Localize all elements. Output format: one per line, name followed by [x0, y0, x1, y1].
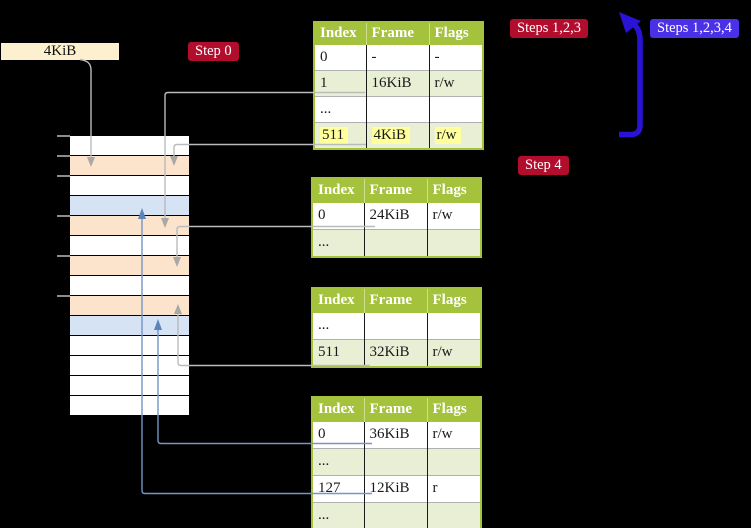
memory-row-peach: [70, 296, 189, 316]
table-cell: 511: [314, 122, 367, 149]
table-cell: r/w: [432, 426, 453, 442]
column-header: Frame: [364, 397, 428, 422]
page-size-label: 4KiB: [1, 43, 119, 60]
table-cell: [427, 313, 481, 340]
memory-row-peach: [70, 156, 189, 176]
table-cell: 16KiB: [366, 70, 430, 97]
column-header: Index: [312, 288, 365, 313]
table-cell: [427, 229, 481, 257]
column-header: Index: [312, 397, 365, 422]
table-cell: [427, 448, 481, 476]
table-cell: 0: [314, 45, 367, 71]
column-header: Flags: [427, 397, 481, 422]
ruler-tick: [57, 255, 70, 257]
column-header: Flags: [427, 288, 481, 313]
table-cell: 0: [312, 203, 365, 230]
table-cell: [364, 448, 428, 476]
table-cell: [366, 96, 430, 123]
column-header: Frame: [366, 22, 430, 45]
memory-row-white: [70, 376, 189, 396]
table-cell: 36KiB: [364, 422, 428, 449]
badge-step-4: Step 4: [518, 156, 569, 175]
table-cell: -: [434, 48, 440, 65]
table-row: 0--: [314, 45, 483, 71]
table-cell: ...: [312, 502, 365, 528]
ruler-tick: [57, 155, 70, 157]
column-header: Index: [314, 22, 367, 45]
table-cell: 511: [312, 339, 365, 367]
table-row: ...: [312, 313, 481, 340]
table-cell: 24KiB: [364, 203, 428, 230]
table-cell: [364, 313, 428, 340]
table-cell: [427, 502, 481, 528]
memory-row-white: [70, 396, 189, 415]
table-cell: [364, 229, 428, 257]
table-cell: r/w: [427, 339, 481, 367]
memory-row-white: [70, 236, 189, 256]
table-row: ...: [314, 96, 483, 123]
ruler-tick: [57, 135, 70, 137]
table-cell: [364, 502, 428, 528]
table-cell: ...: [312, 229, 365, 257]
table-cell: 32KiB: [364, 339, 428, 367]
memory-row-white: [70, 276, 189, 296]
table-cell: 1: [314, 70, 367, 97]
table-cell: ...: [312, 313, 365, 340]
memory-row-blue: [70, 316, 189, 336]
table-row: ...: [312, 502, 481, 528]
column-header: Frame: [364, 178, 428, 203]
memory-row-peach: [70, 256, 189, 276]
table-cell: -: [366, 45, 430, 71]
table-cell: ...: [314, 96, 367, 123]
table-cell: 4KiB: [366, 122, 430, 149]
ruler-tick: [57, 295, 70, 297]
table-cell: r: [427, 475, 481, 503]
column-header: Frame: [364, 288, 428, 313]
table-row: ...: [312, 448, 481, 476]
table-row: ...: [312, 229, 481, 257]
table-cell: r/w: [429, 122, 483, 149]
table-cell: r/w: [432, 207, 453, 223]
big-blue-loop-arrow-icon: [619, 12, 643, 138]
memory-row-white: [70, 336, 189, 356]
badge-steps-1-2-3: Steps 1,2,3: [510, 19, 589, 38]
table-cell: r/w: [429, 70, 483, 97]
table-cell: 127: [312, 475, 365, 503]
badge-steps-1-2-3-4: Steps 1,2,3,4: [650, 19, 739, 38]
memory-row-white: [70, 176, 189, 196]
memory-row-white: [70, 356, 189, 376]
column-header: Flags: [429, 22, 483, 45]
ruler-tick: [57, 215, 70, 217]
physical-memory-column: [70, 136, 189, 415]
table-cell: ...: [312, 448, 365, 476]
table-cell: [429, 96, 483, 123]
column-header: Flags: [427, 178, 481, 203]
column-header: Index: [312, 178, 365, 203]
badge-step-0: Step 0: [188, 42, 239, 61]
memory-row-blue: [70, 196, 189, 216]
table-cell: 12KiB: [364, 475, 428, 503]
memory-row-white: [70, 136, 189, 156]
table-cell: 0: [312, 422, 365, 449]
memory-row-peach: [70, 216, 189, 236]
ruler-tick: [57, 175, 70, 177]
